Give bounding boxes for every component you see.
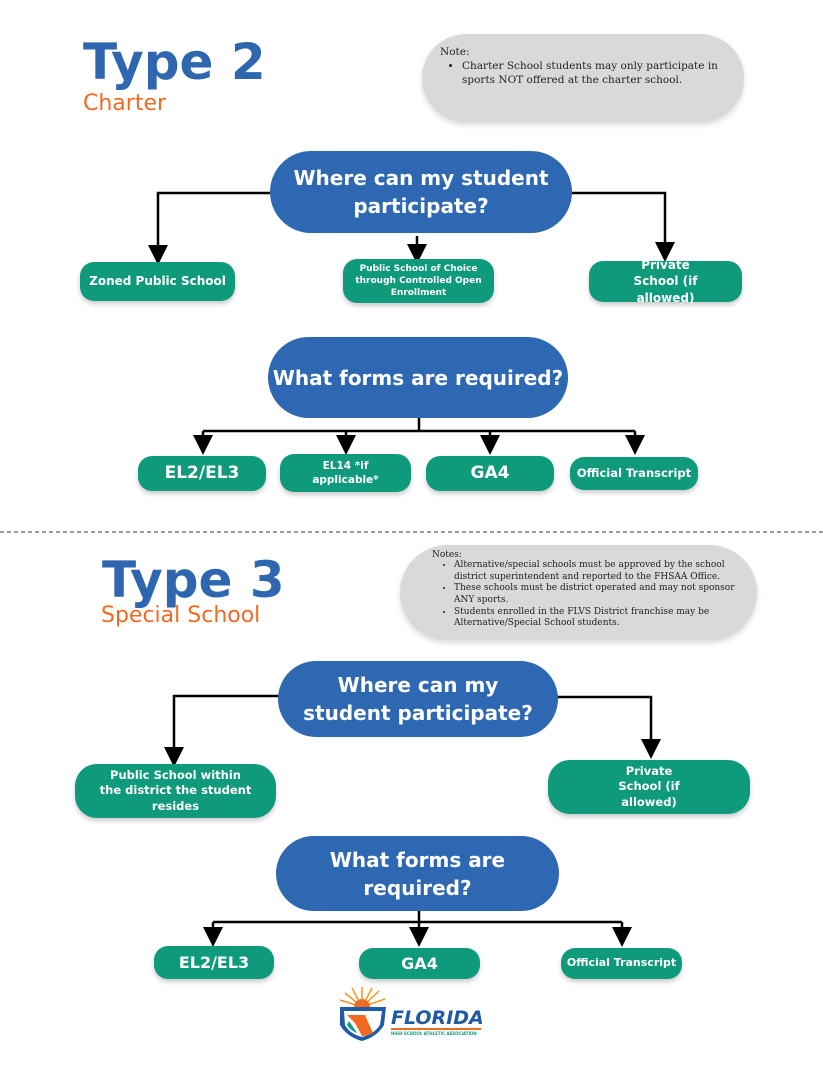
option-zoned-public-school: Zoned Public School <box>80 262 235 301</box>
form-el2-el3: EL2/EL3 <box>138 456 266 491</box>
note-item: Alternative/special schools must be appr… <box>454 560 739 583</box>
type3-forms-question: What forms are required? <box>276 836 559 911</box>
type2-forms-question: What forms are required? <box>268 337 568 418</box>
option-private-school: Private School (if allowed) <box>589 258 742 305</box>
fhsaa-logo: FLORIDA HIGH SCHOOL ATHLETIC ASSOCIATION <box>337 985 484 1043</box>
form-official-transcript: Official Transcript <box>570 457 698 490</box>
form-el2-el3: EL2/EL3 <box>154 946 274 979</box>
type2-note: Note: Charter School students may only p… <box>422 34 744 122</box>
type2-subtitle: Charter <box>83 91 167 116</box>
form-official-transcript: Official Transcript <box>561 948 682 979</box>
logo-rule <box>391 1028 481 1030</box>
note-label: Note: <box>440 46 470 58</box>
type3-participate-question: Where can my student participate? <box>278 661 558 737</box>
note-item: Charter School students may only partici… <box>462 60 724 87</box>
sunburst-shield-icon <box>339 987 386 1041</box>
form-el14: EL14 *if applicable* <box>280 454 411 492</box>
logo-tagline: HIGH SCHOOL ATHLETIC ASSOCIATION <box>391 1031 477 1036</box>
logo-wordmark: FLORIDA <box>391 1007 484 1029</box>
form-ga4: GA4 <box>426 456 554 491</box>
type2-participate-question: Where can my student participate? <box>270 151 572 233</box>
note-item: These schools must be district operated … <box>454 583 739 606</box>
option-public-school-district: Public School within the district the st… <box>75 764 276 818</box>
option-private-school: Private School (if allowed) <box>548 760 750 814</box>
note-label: Notes: <box>432 550 462 560</box>
type3-subtitle: Special School <box>101 603 261 628</box>
type3-title: Type 3 <box>102 551 285 609</box>
type3-note: Notes: Alternative/special schools must … <box>400 545 757 640</box>
type2-title: Type 2 <box>83 33 266 91</box>
form-ga4: GA4 <box>359 948 480 979</box>
option-public-school-of-choice: Public School of Choice through Controll… <box>343 259 494 303</box>
note-item: Students enrolled in the FLVS District f… <box>454 607 739 630</box>
